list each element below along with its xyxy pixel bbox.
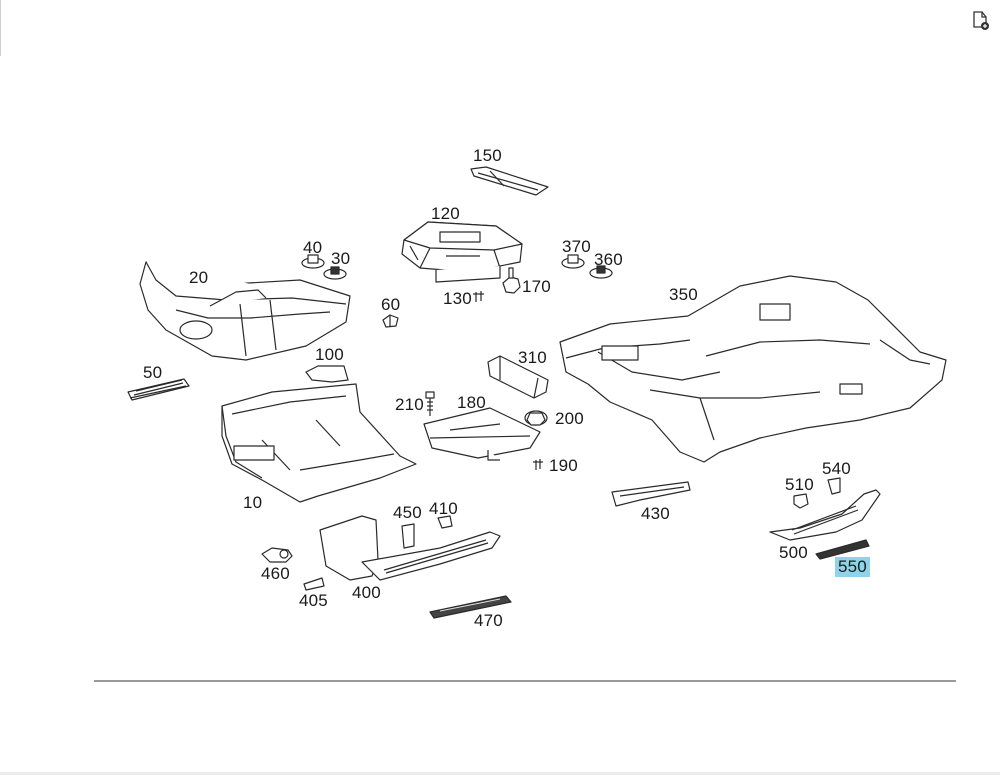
callout-200[interactable]: 200 <box>555 409 584 428</box>
callout-430[interactable]: 430 <box>641 504 670 523</box>
callout-100[interactable]: 100 <box>315 345 344 364</box>
part-450-clip[interactable] <box>401 523 415 549</box>
callout-540[interactable]: 540 <box>822 459 851 478</box>
part-210-bolt[interactable] <box>425 391 435 416</box>
part-410-clip[interactable] <box>437 515 453 529</box>
callout-450[interactable]: 450 <box>393 503 422 522</box>
horizontal-divider <box>94 680 956 682</box>
part-550-strip[interactable] <box>815 539 870 560</box>
part-60-clip[interactable] <box>382 314 399 328</box>
bottom-edge <box>0 772 1000 775</box>
part-10-floor-insulation[interactable] <box>221 383 417 503</box>
callout-550-highlighted[interactable]: 550 <box>835 557 870 577</box>
part-460-bracket[interactable] <box>261 547 293 563</box>
callout-400[interactable]: 400 <box>352 583 381 602</box>
part-190-clip[interactable] <box>533 459 543 470</box>
callout-130[interactable]: 130 <box>443 289 472 308</box>
callout-360[interactable]: 360 <box>594 250 623 269</box>
part-120-module[interactable] <box>401 221 523 283</box>
callout-40[interactable]: 40 <box>303 238 323 257</box>
callout-410[interactable]: 410 <box>429 499 458 518</box>
part-430-rail[interactable] <box>611 481 691 507</box>
part-360-clip[interactable] <box>589 265 613 279</box>
part-540-clip[interactable] <box>827 477 841 495</box>
callout-10[interactable]: 10 <box>243 493 263 512</box>
part-500-sill[interactable] <box>769 489 881 541</box>
callout-310[interactable]: 310 <box>518 348 547 367</box>
callout-190[interactable]: 190 <box>549 456 578 475</box>
part-350-carpet[interactable] <box>559 275 947 463</box>
part-100-bracket[interactable] <box>305 365 349 383</box>
part-40-clip[interactable] <box>301 254 325 269</box>
part-510-clip[interactable] <box>793 493 809 509</box>
callout-460[interactable]: 460 <box>261 564 290 583</box>
callout-470[interactable]: 470 <box>474 611 503 630</box>
part-50-grille[interactable] <box>127 378 190 401</box>
part-200-nut[interactable] <box>524 410 548 426</box>
callout-510[interactable]: 510 <box>785 475 814 494</box>
callout-60[interactable]: 60 <box>381 295 401 314</box>
callout-150[interactable]: 150 <box>473 146 502 165</box>
part-310-panel[interactable] <box>487 355 549 399</box>
callout-405[interactable]: 405 <box>299 591 328 610</box>
callout-350[interactable]: 350 <box>669 285 698 304</box>
callout-50[interactable]: 50 <box>143 363 163 382</box>
part-150-mat[interactable] <box>470 166 549 196</box>
part-130-fasteners[interactable] <box>473 291 484 302</box>
callout-120[interactable]: 120 <box>431 204 460 223</box>
part-405-clip[interactable] <box>303 577 325 591</box>
callout-370[interactable]: 370 <box>562 237 591 256</box>
left-panel-edge <box>0 0 1 56</box>
callout-210[interactable]: 210 <box>395 395 424 414</box>
callout-170[interactable]: 170 <box>522 277 551 296</box>
document-add-icon[interactable] <box>969 9 991 31</box>
callout-180[interactable]: 180 <box>457 393 486 412</box>
part-30-clip[interactable] <box>323 266 347 280</box>
callout-30[interactable]: 30 <box>331 249 351 268</box>
part-470-plate[interactable] <box>429 595 512 619</box>
part-20-insulation[interactable] <box>139 261 351 361</box>
callout-20[interactable]: 20 <box>189 268 209 287</box>
part-170-nut[interactable] <box>502 267 521 294</box>
part-370-clip[interactable] <box>561 254 585 269</box>
part-180-bracket[interactable] <box>423 407 541 461</box>
callout-500[interactable]: 500 <box>779 543 808 562</box>
part-400-trim[interactable] <box>319 515 501 581</box>
